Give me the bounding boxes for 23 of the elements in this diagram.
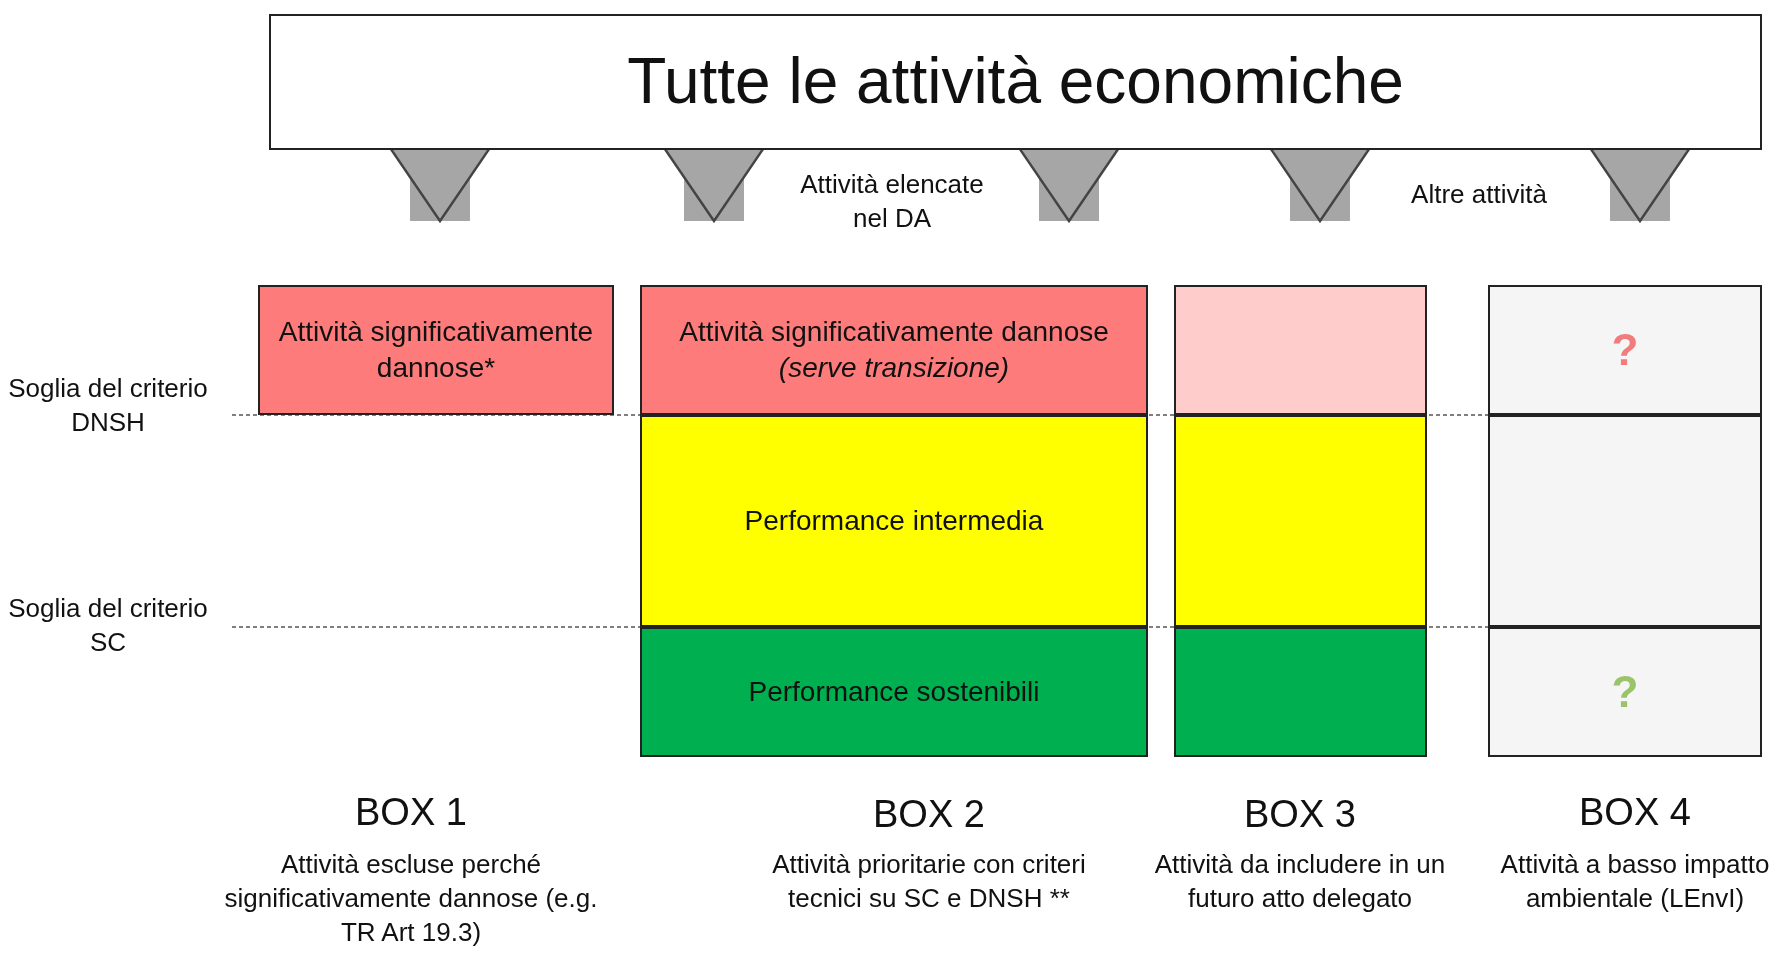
empty-box	[1488, 415, 1762, 627]
harmful-activities-box: Attività significativamente dannose (serve transizione)	[640, 285, 1148, 415]
column-heading: BOX 1	[354, 790, 468, 835]
column-heading: BOX 4	[1578, 790, 1692, 835]
note: Altre attività	[1410, 178, 1548, 211]
note: Attività elencate nel DA	[799, 168, 985, 235]
empty-box	[1174, 285, 1427, 415]
harmful-activities-box: Attività significativamente dannose*	[258, 285, 614, 415]
threshold-label: Soglia del criterio SC	[7, 592, 209, 659]
question-mark-box: ?	[1488, 627, 1762, 757]
intermediate-performance-box: Performance intermedia	[640, 415, 1148, 627]
column-description: Attività escluse perché significativamente dannose (e.g. TR Art 19.3)	[223, 848, 599, 949]
sustainable-performance-box: Performance sostenibili	[640, 627, 1148, 757]
empty-box	[1174, 627, 1427, 757]
column-description: Attività a basso impatto ambientale (LEnvI)	[1499, 848, 1771, 915]
question-mark-box: ?	[1488, 285, 1762, 415]
threshold-label: Soglia del criterio DNSH	[7, 372, 209, 439]
title-box: Tutte le attività economiche	[269, 14, 1762, 150]
column-heading: BOX 3	[1243, 792, 1357, 837]
empty-box	[1174, 415, 1427, 627]
column-description: Attività da includere in un futuro atto delegato	[1153, 848, 1447, 915]
column-heading: BOX 2	[872, 792, 986, 837]
column-description: Attività prioritarie con criteri tecnici su SC e DNSH **	[771, 848, 1087, 915]
